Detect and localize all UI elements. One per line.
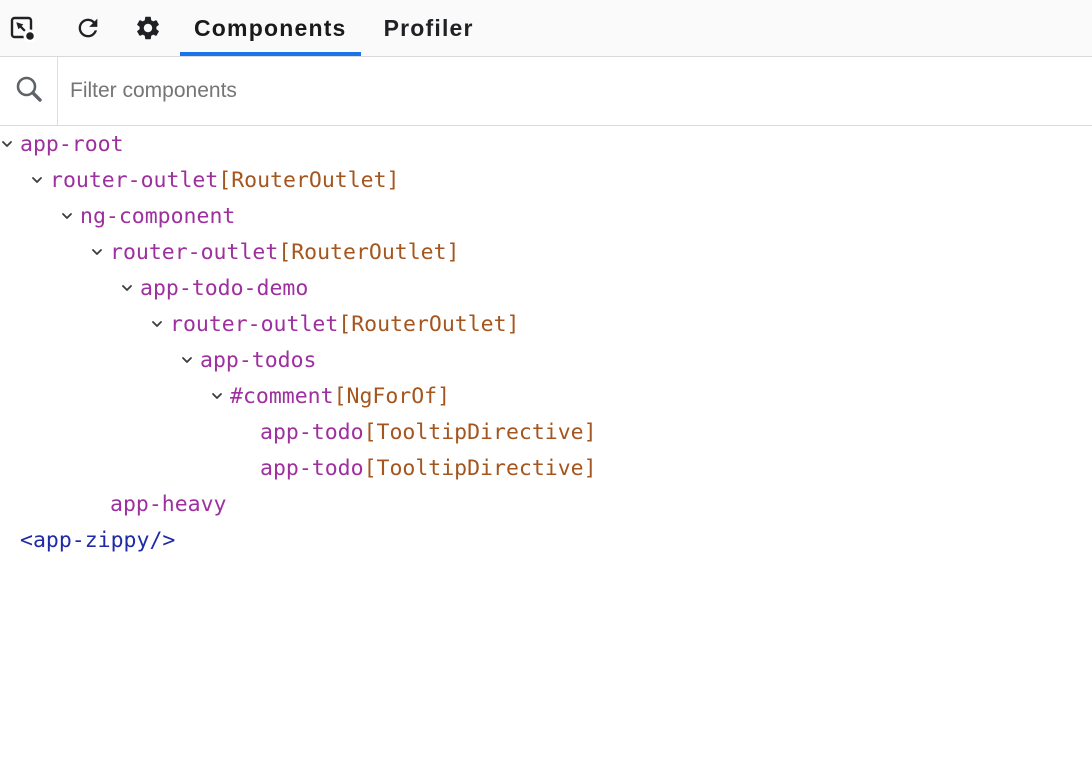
- chevron-down-icon[interactable]: [0, 126, 20, 162]
- node-directives: [RouterOutlet]: [218, 167, 400, 193]
- twistie-spacer: [240, 450, 260, 486]
- tree-node-app-heavy-10[interactable]: app-heavy: [0, 486, 1092, 522]
- inspect-element-button[interactable]: [8, 14, 36, 42]
- node-name: app-todo: [260, 455, 364, 481]
- active-tab-indicator: [180, 52, 361, 56]
- tree-node-app-todo-demo-4[interactable]: app-todo-demo: [0, 270, 1092, 306]
- refresh-icon: [74, 14, 102, 42]
- chevron-down-icon[interactable]: [120, 270, 140, 306]
- node-name: <app-zippy/>: [20, 527, 176, 553]
- node-directives: [RouterOutlet]: [278, 239, 460, 265]
- refresh-button[interactable]: [74, 14, 102, 42]
- filter-components-input[interactable]: [58, 57, 1092, 125]
- chevron-down-icon[interactable]: [60, 198, 80, 234]
- settings-button[interactable]: [134, 14, 162, 42]
- node-name: app-todo-demo: [140, 275, 309, 301]
- node-name: #comment: [230, 383, 334, 409]
- tree-node-router-outlet-5[interactable]: router-outlet[RouterOutlet]: [0, 306, 1092, 342]
- tab-profiler-label: Profiler: [383, 14, 474, 41]
- tree-node-router-outlet-3[interactable]: router-outlet[RouterOutlet]: [0, 234, 1092, 270]
- search-icon: [12, 72, 46, 111]
- chevron-down-icon[interactable]: [30, 162, 50, 198]
- tab-bar: Components Profiler: [180, 0, 488, 56]
- node-name: app-todos: [200, 347, 317, 373]
- twistie-spacer: [240, 414, 260, 450]
- tree-node-app-root-0[interactable]: app-root: [0, 126, 1092, 162]
- chevron-down-icon[interactable]: [210, 378, 230, 414]
- search-icon-box: [0, 57, 58, 125]
- twistie-spacer: [0, 522, 20, 558]
- tab-profiler[interactable]: Profiler: [370, 0, 488, 56]
- node-name: router-outlet: [50, 167, 219, 193]
- tree-node-comment-7[interactable]: #comment[NgForOf]: [0, 378, 1092, 414]
- node-name: ng-component: [80, 203, 236, 229]
- node-directives: [TooltipDirective]: [363, 419, 597, 445]
- node-name: router-outlet: [170, 311, 339, 337]
- tree-node-ng-component-2[interactable]: ng-component: [0, 198, 1092, 234]
- chevron-down-icon[interactable]: [90, 234, 110, 270]
- node-name: app-root: [20, 131, 124, 157]
- tab-components[interactable]: Components: [180, 0, 361, 56]
- tree-node-app-todo-9[interactable]: app-todo[TooltipDirective]: [0, 450, 1092, 486]
- filter-bar: [0, 57, 1092, 126]
- node-directives: [NgForOf]: [333, 383, 451, 409]
- tree-node-app-todos-6[interactable]: app-todos: [0, 342, 1092, 378]
- tree-node-app-zippy-11[interactable]: <app-zippy/>: [0, 522, 1092, 558]
- node-name: router-outlet: [110, 239, 279, 265]
- tab-components-label: Components: [194, 14, 347, 41]
- node-name: app-todo: [260, 419, 364, 445]
- chevron-down-icon[interactable]: [180, 342, 200, 378]
- node-directives: [TooltipDirective]: [363, 455, 597, 481]
- settings-gear-icon: [134, 14, 162, 42]
- chevron-down-icon[interactable]: [150, 306, 170, 342]
- node-directives: [RouterOutlet]: [338, 311, 520, 337]
- node-name: app-heavy: [110, 491, 227, 517]
- twistie-spacer: [90, 486, 110, 522]
- inspect-element-icon: [8, 14, 36, 42]
- tree-node-app-todo-8[interactable]: app-todo[TooltipDirective]: [0, 414, 1092, 450]
- toolbar: Components Profiler: [0, 0, 1092, 57]
- tree-node-router-outlet-1[interactable]: router-outlet[RouterOutlet]: [0, 162, 1092, 198]
